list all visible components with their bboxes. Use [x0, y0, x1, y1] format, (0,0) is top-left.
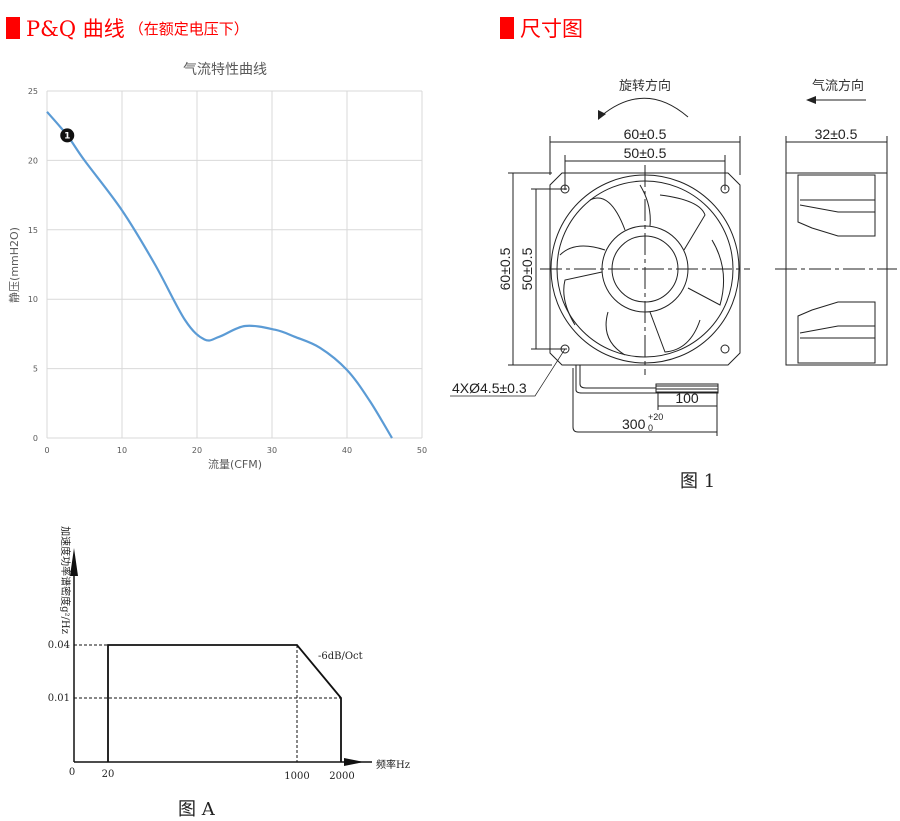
depth-dim: 32±0.5 — [815, 126, 858, 142]
figure-1-caption: 图 1 — [680, 471, 716, 492]
x-tick-label: 10 — [117, 446, 127, 455]
dim-title: 尺寸图 — [520, 17, 583, 41]
lead-tol-lower: 0 — [648, 423, 653, 433]
section-marker — [6, 17, 20, 39]
x-tick-label: 0 — [44, 446, 49, 455]
pq-section-title: P&Q 曲线 （在额定电压下） — [6, 13, 249, 43]
width-inner-dim: 50±0.5 — [624, 145, 667, 161]
height-inner-dim: 50±0.5 — [519, 247, 535, 290]
rotation-arrow-icon — [600, 97, 689, 118]
pq-chart: 气流特性曲线 0 10 20 30 40 50 0 5 10 15 20 25 1 流量(CFM) 静… — [7, 62, 427, 471]
fan-front-view — [540, 165, 750, 375]
point-marker-label: 1 — [64, 131, 70, 141]
pq-subtitle: （在额定电压下） — [128, 19, 249, 38]
y-tick-label: 15 — [28, 226, 38, 235]
lead-length-dim: 300 — [622, 416, 646, 432]
y-tick-label: 10 — [28, 295, 38, 304]
y-tick-label: 5 — [33, 365, 38, 374]
ytick-0.04: 0.04 — [48, 640, 70, 651]
xtick-2000: 2000 — [329, 771, 354, 782]
y-axis-arrow-icon — [70, 548, 78, 576]
rotation-label: 旋转方向 — [619, 78, 671, 94]
x-tick-label: 30 — [267, 446, 277, 455]
psd-profile — [107, 644, 342, 762]
y-axis-label: 静压(mmH2O) — [7, 227, 21, 303]
y-tick-label: 20 — [28, 156, 38, 165]
pq-curve — [46, 111, 393, 439]
x-tick-label: 50 — [417, 446, 427, 455]
xtick-20: 20 — [102, 769, 115, 780]
point-marker-1 — [60, 128, 75, 143]
pq-title: P&Q 曲线 — [26, 17, 125, 41]
lead-wire — [575, 365, 656, 394]
ytick-0.01: 0.01 — [48, 693, 70, 704]
y-tick-label: 25 — [28, 87, 38, 96]
height-outer-dim: 60±0.5 — [497, 247, 513, 290]
x-axis-arrow-icon — [344, 758, 364, 766]
airflow-label: 气流方向 — [812, 78, 864, 94]
strip-length-dim: 100 — [675, 390, 699, 406]
xtick-0: 0 — [69, 767, 75, 778]
holes-dim: 4XØ4.5±0.3 — [452, 380, 527, 396]
slope-annotation: -6dB/Oct — [318, 651, 363, 662]
xtick-1000: 1000 — [284, 771, 309, 782]
dim-section-title: 尺寸图 — [500, 13, 583, 43]
psd-x-label: 频率Hz — [376, 758, 410, 771]
x-axis-label: 流量(CFM) — [208, 457, 262, 471]
width-outer-dim: 60±0.5 — [624, 126, 667, 142]
fan-side-view — [775, 172, 897, 366]
section-marker — [500, 17, 514, 39]
figure-a-caption: 图 A — [178, 799, 215, 820]
psd-y-label: 加速度功率谱密度g²/Hz — [59, 526, 72, 634]
chart-title: 气流特性曲线 — [183, 62, 267, 78]
x-tick-label: 40 — [342, 446, 352, 455]
lead-tol-upper: +20 — [648, 412, 663, 422]
y-tick-label: 0 — [33, 434, 38, 443]
psd-chart: 加速度功率谱密度g²/Hz 0.04 0.01 0 20 1000 2000 频… — [48, 526, 410, 782]
dimension-drawing: 旋转方向 气流方向 60±0.5 50±0.5 60±0.5 50±0.5 32… — [450, 78, 897, 436]
x-tick-label: 20 — [192, 446, 202, 455]
